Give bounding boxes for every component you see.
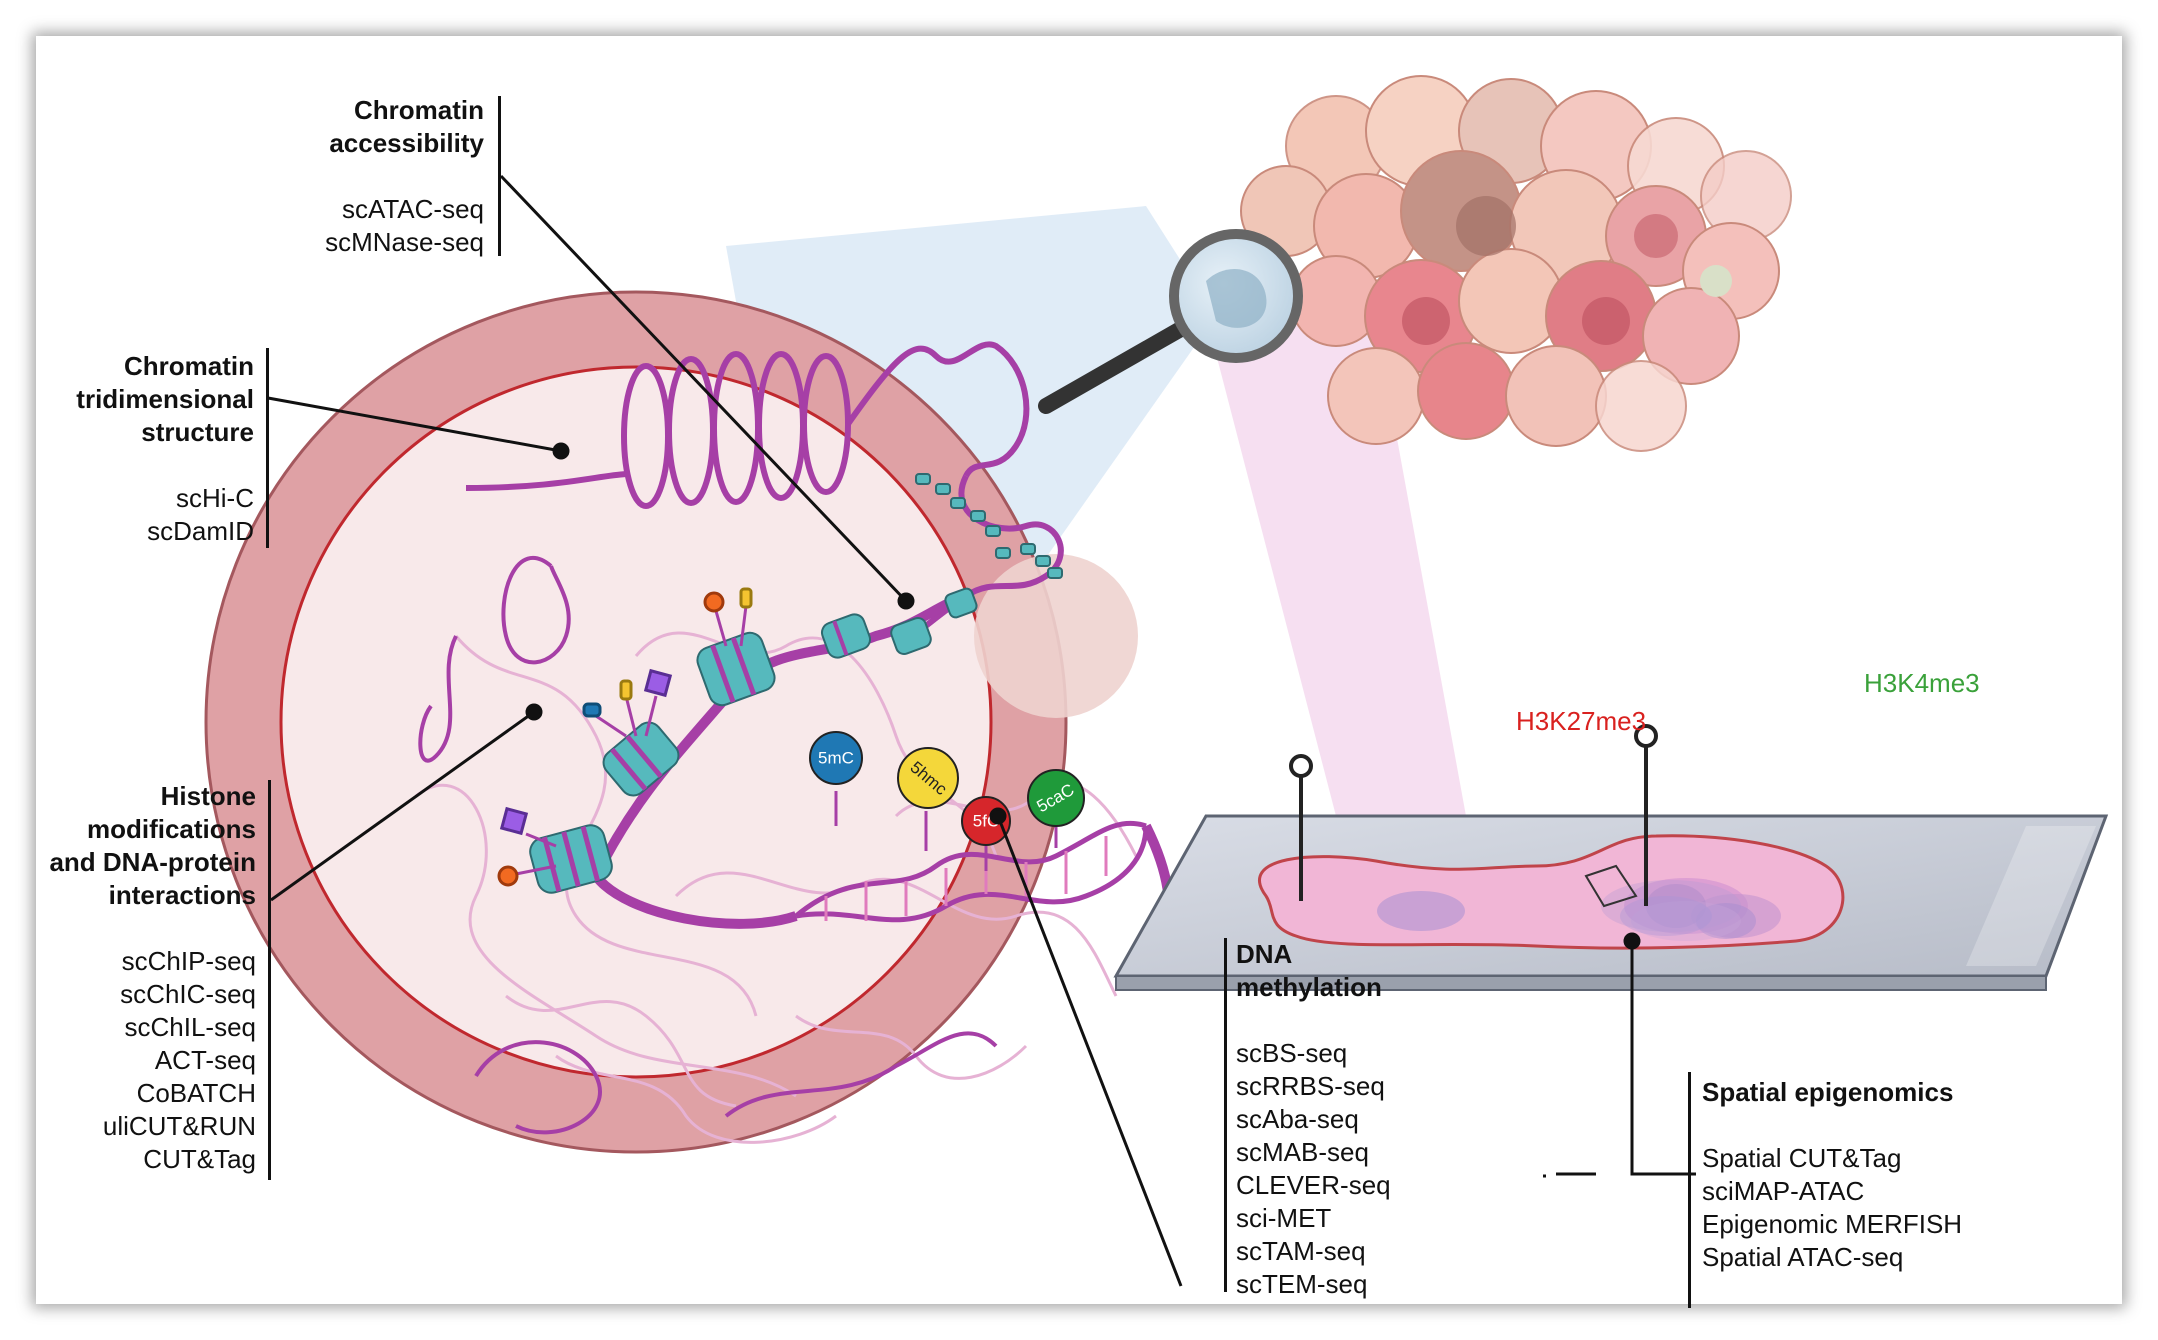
zoom-cone-pink bbox=[1201, 296, 1466, 816]
structure-heading-2: tridimensional bbox=[76, 384, 254, 414]
cell bbox=[204, 290, 1138, 1154]
glass-slide bbox=[1113, 814, 2109, 991]
nucleus bbox=[279, 365, 993, 1079]
method-item: uliCUT&RUN bbox=[102, 1111, 256, 1141]
mark-pins bbox=[1289, 724, 1658, 906]
structure-group: Chromatin tridimensional structure scHi-… bbox=[76, 350, 254, 548]
modified-bases bbox=[809, 731, 1085, 871]
method-item: scMNase-seq bbox=[325, 227, 484, 257]
histone-tags bbox=[497, 587, 753, 887]
method-item: ACT-seq bbox=[154, 1045, 256, 1075]
illustration: 5mC 5hmc 5fC 5caC bbox=[204, 75, 2109, 1287]
histone-heading-3: and DNA-protein bbox=[49, 847, 256, 877]
accessibility-group: Chromatin accessibility scATAC-seq scMNa… bbox=[325, 94, 484, 259]
method-item: scBS-seq bbox=[1236, 1038, 1348, 1068]
method-item: scTEM-seq bbox=[1236, 1269, 1368, 1299]
structure-heading-3: structure bbox=[141, 417, 254, 447]
histone-heading-4: interactions bbox=[108, 880, 256, 910]
figure-frame: 5mC 5hmc 5fC 5caC bbox=[36, 36, 2122, 1308]
histone-bar bbox=[268, 780, 271, 1180]
method-item: scChIL-seq bbox=[124, 1012, 257, 1042]
structure-bar bbox=[266, 348, 269, 548]
loose-chromatin-dark bbox=[418, 556, 998, 1135]
method-item: scATAC-seq bbox=[341, 194, 484, 224]
spatial-heading: Spatial epigenomics bbox=[1702, 1077, 1954, 1107]
method-item: scAba-seq bbox=[1236, 1104, 1359, 1134]
method-item: scHi-C bbox=[176, 483, 254, 513]
nucleolus bbox=[974, 554, 1138, 718]
callout-lines bbox=[267, 174, 1546, 1287]
method-item: Spatial ATAC-seq bbox=[1702, 1242, 1904, 1272]
tissue-cell-cluster bbox=[1240, 75, 1792, 452]
nucleosomes bbox=[529, 473, 1063, 894]
h3k27me3-label: H3K27me3 bbox=[1516, 706, 1647, 736]
methylation-group: DNA methylation scBS-seq scRRBS-seq scAb… bbox=[1236, 938, 1391, 1301]
method-item: scMAB-seq bbox=[1236, 1137, 1369, 1167]
slide-elbow bbox=[1623, 932, 1696, 1176]
histone-heading-2: modifications bbox=[86, 814, 256, 844]
accessibility-heading-1: Chromatin bbox=[354, 95, 484, 125]
method-item: scDamID bbox=[147, 516, 254, 546]
accessibility-bar bbox=[498, 96, 501, 256]
chromatin-coil bbox=[465, 341, 1064, 649]
methylation-heading-1: DNA bbox=[1236, 939, 1293, 969]
method-item: sciMAP-ATAC bbox=[1702, 1176, 1865, 1206]
histone-heading-1: Histone bbox=[160, 781, 256, 811]
magnifier-icon bbox=[1038, 229, 1303, 414]
histone-group: Histone modifications and DNA-protein in… bbox=[49, 780, 256, 1176]
structure-heading-1: Chromatin bbox=[124, 351, 254, 381]
method-item: Spatial CUT&Tag bbox=[1702, 1143, 1902, 1173]
method-item: Epigenomic MERFISH bbox=[1702, 1209, 1963, 1239]
base-label-5mc: 5mC bbox=[818, 748, 854, 767]
method-item: CLEVER-seq bbox=[1236, 1170, 1391, 1200]
methylation-heading-2: methylation bbox=[1236, 972, 1382, 1002]
h3k4me3-label: H3K4me3 bbox=[1864, 668, 1980, 698]
method-item: scTAM-seq bbox=[1236, 1236, 1366, 1266]
methylation-bar bbox=[1224, 938, 1227, 1292]
method-item: scChIP-seq bbox=[121, 946, 256, 976]
spatial-bar bbox=[1688, 1072, 1691, 1308]
method-item: sci-MET bbox=[1236, 1203, 1332, 1233]
method-item: CUT&Tag bbox=[143, 1144, 256, 1174]
method-item: scRRBS-seq bbox=[1236, 1071, 1385, 1101]
spatial-group: Spatial epigenomics Spatial CUT&Tag sciM… bbox=[1702, 1076, 1962, 1274]
method-item: scChIC-seq bbox=[120, 979, 256, 1009]
accessibility-heading-2: accessibility bbox=[329, 128, 484, 158]
method-item: CoBATCH bbox=[136, 1078, 256, 1108]
